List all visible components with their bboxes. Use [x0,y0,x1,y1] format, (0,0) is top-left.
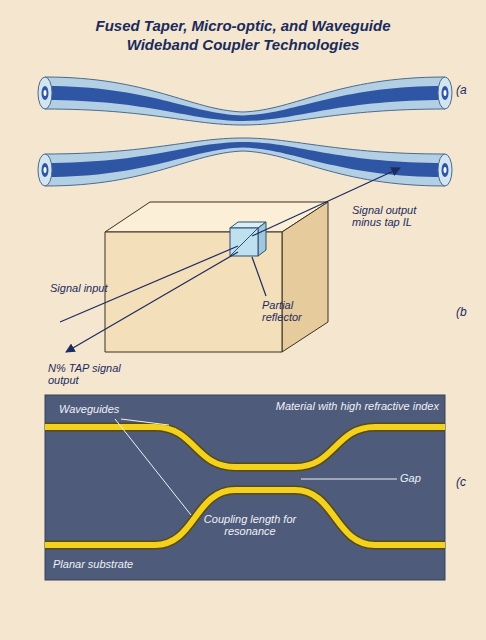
micro-optic-block [105,202,328,352]
waveguide-panel: Waveguides Material with high refractive … [45,395,445,580]
panel-letter: (b [456,306,482,319]
panel-letter: (a [456,84,482,97]
dimension-label: Coupling length for resonance [190,513,310,537]
beam-lines [60,168,400,352]
signal-label: N% TAP signal output [48,362,144,386]
material-label: Material with high refractive index [245,400,439,412]
fused-fibers [38,77,452,186]
partial-reflector-cube [230,222,266,256]
material-label: Planar substrate [53,558,173,570]
part-label: Partial reflector [262,299,326,323]
part-label: Waveguides [59,403,129,415]
part-label: Gap [400,472,440,484]
waveguide-panel-art [45,395,445,580]
diagram-title: Fused Taper, Micro-optic, and Waveguide … [73,16,413,54]
signal-label: Signal input [50,282,112,294]
panel-letter: (c [456,476,482,489]
leader-line [252,257,266,296]
signal-label: Signal output minus tap IL [352,204,432,228]
